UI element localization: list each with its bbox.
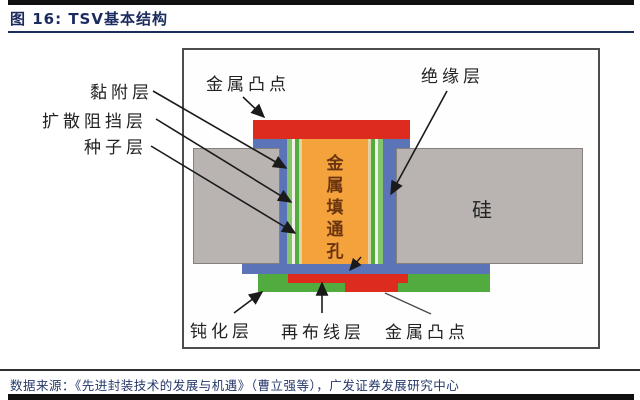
label-silicon: 硅 <box>472 198 492 222</box>
figure-title: 图 16: TSV基本结构 <box>10 10 168 28</box>
footer-rule <box>0 369 640 371</box>
source-note: 数据来源：《先进封装技术的发展与机遇》（曹立强等），广发证券发展研究中心 <box>10 378 460 393</box>
silicon-left-block <box>193 148 280 264</box>
label-insulation-layer: 绝缘层 <box>421 67 484 87</box>
label-rdl-layer: 再布线层 <box>281 323 365 343</box>
rdl-strip <box>288 274 408 283</box>
seed-inner-stripe-right <box>368 139 371 277</box>
tsv-via-column <box>280 139 396 277</box>
label-metal-bump-top: 金属凸点 <box>206 75 290 95</box>
label-adhesion-layer: 黏附层 <box>90 83 153 103</box>
adhesion-stripe-right <box>378 139 383 277</box>
metal-via-fill <box>302 139 368 277</box>
insulation-stripe-right <box>383 139 396 277</box>
label-passivation-layer: 钝化层 <box>190 322 253 342</box>
title-rule <box>8 31 634 33</box>
top-black-bar <box>8 0 634 5</box>
insulation-stripe-left <box>280 139 287 277</box>
label-barrier-layer: 扩散阻挡层 <box>42 112 147 132</box>
label-metal-bump-bottom: 金属凸点 <box>385 323 469 343</box>
seed-stripe-right <box>371 139 375 277</box>
seed-stripe-left <box>295 139 299 277</box>
insulation-strip-bottom <box>242 264 490 274</box>
bottom-black-bar <box>8 394 634 400</box>
via-fill-label: 金属填通孔 <box>326 154 344 262</box>
label-seed-layer: 种子层 <box>84 138 147 158</box>
metal-bump-top <box>253 120 410 139</box>
metal-bump-bottom <box>345 283 398 292</box>
seed-inner-stripe-left <box>299 139 302 277</box>
barrier-stripe-right <box>375 139 378 277</box>
